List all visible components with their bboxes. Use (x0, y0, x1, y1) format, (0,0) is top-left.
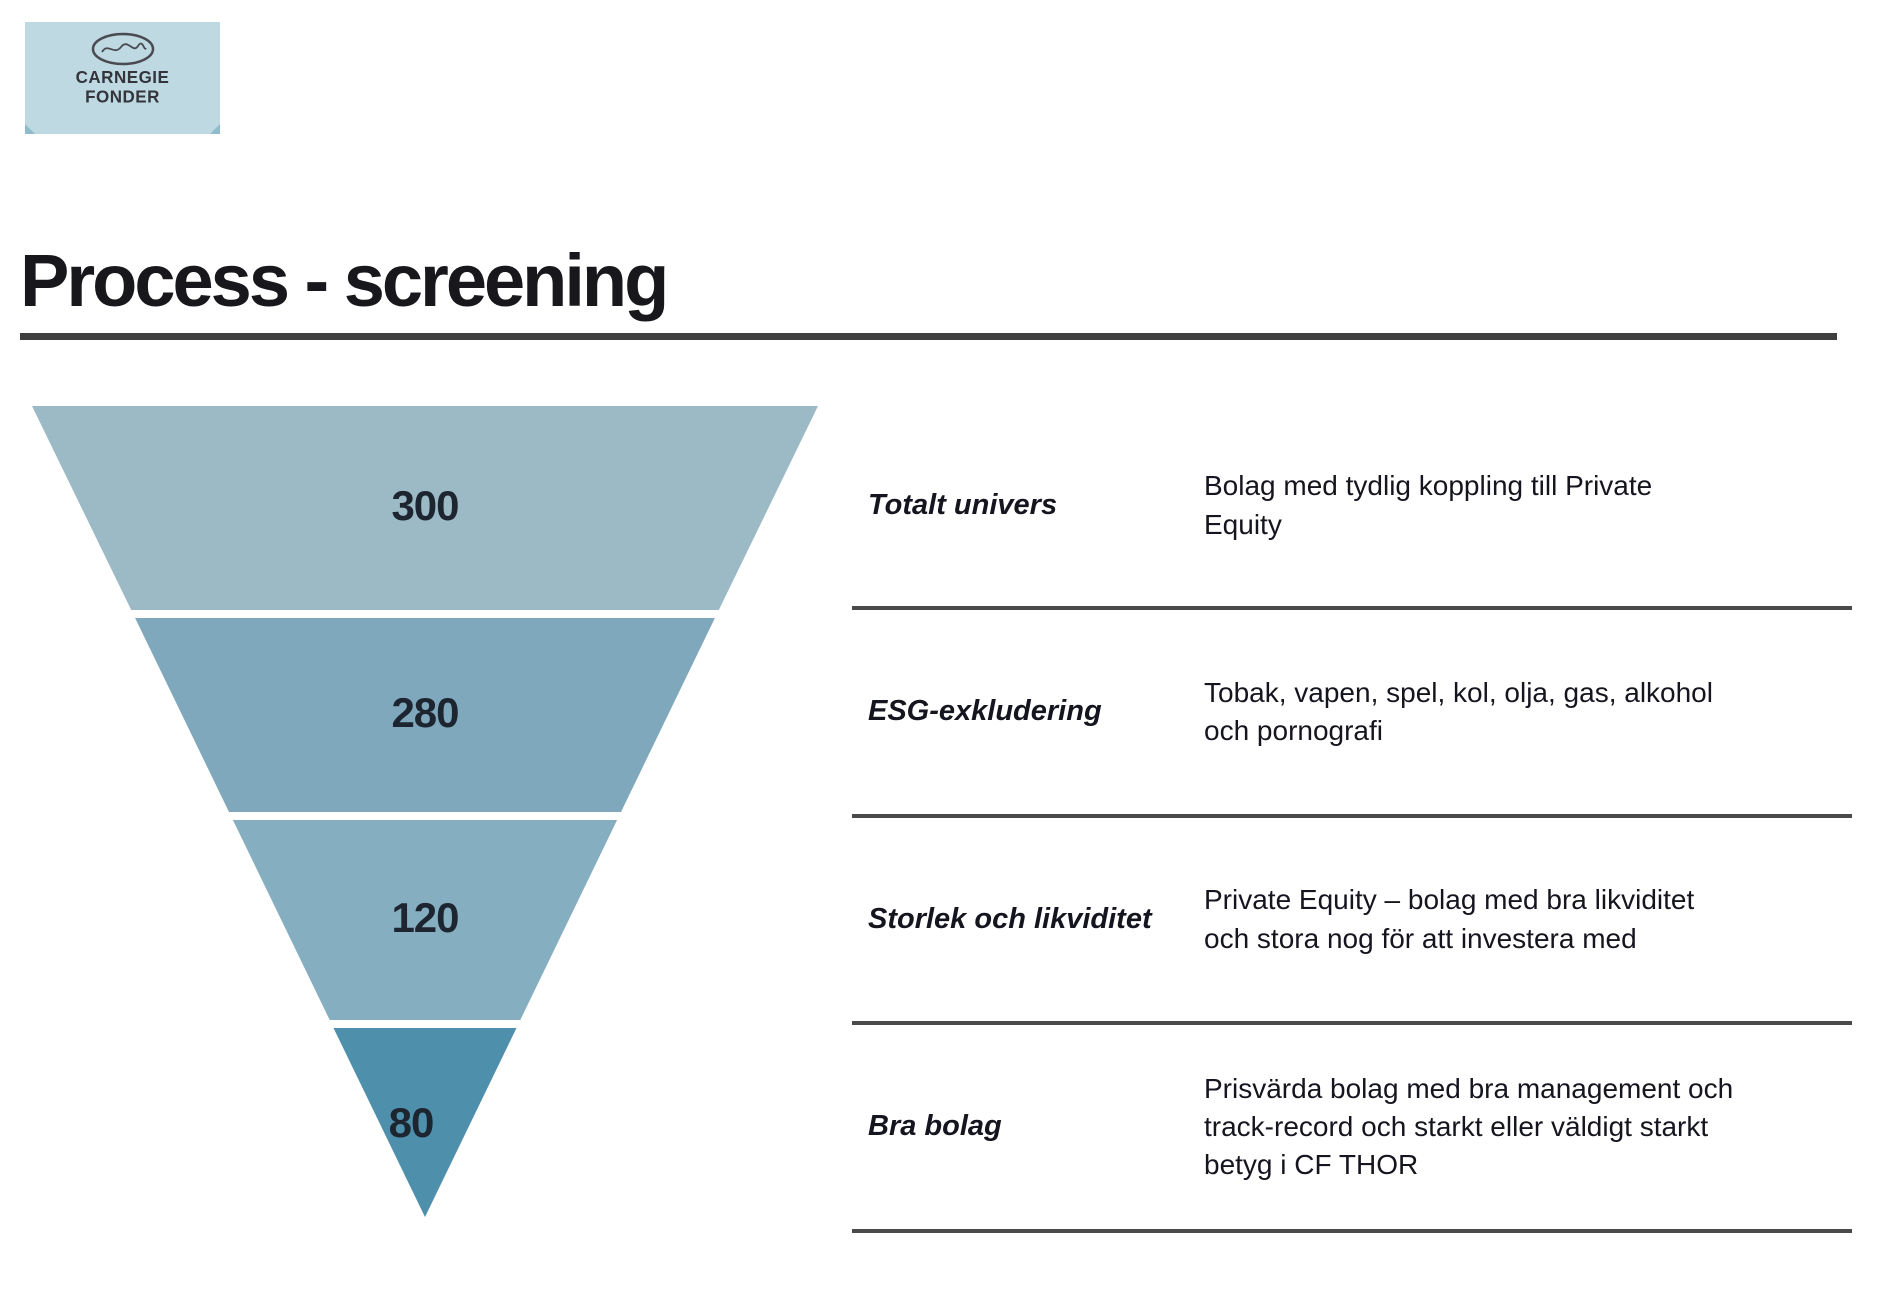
carnegie-fonder-logo: CARNEGIE FONDER (25, 22, 220, 134)
title-underline (20, 333, 1837, 340)
stage-label: Bra bolag (868, 1110, 1002, 1143)
table-row-bra-bolag: Bra bolag Prisvärda bolag med bra manage… (852, 1025, 1852, 1233)
stage-description: Prisvärda bolag med bra management och t… (1204, 1072, 1734, 1181)
logo-oval-emblem-icon (91, 32, 154, 66)
funnel-value-80: 80 (388, 1099, 435, 1146)
stage-label: Storlek och likviditet (868, 902, 1152, 935)
funnel-segment-totalt-univers (32, 406, 818, 610)
stage-description: Tobak, vapen, spel, kol, olja, gas, alko… (1204, 676, 1713, 746)
funnel-value-120: 120 (391, 894, 459, 941)
funnel-svg (32, 406, 818, 1217)
stage-description: Bolag med tydlig koppling till Private E… (1204, 470, 1653, 540)
funnel-segment-storlek-och-likviditet (232, 820, 618, 1020)
logo-text-line2: FONDER (85, 87, 160, 107)
funnel-value-300: 300 (391, 482, 459, 529)
page-title: Process - screening (20, 239, 669, 322)
stage-description: Private Equity – bolag med bra likvidite… (1204, 884, 1695, 954)
stage-label: ESG-exkludering (868, 695, 1102, 728)
stage-table: Totalt univers Bolag med tydlig koppling… (852, 405, 1852, 1233)
funnel-segment-bra-bolag (333, 1028, 517, 1217)
funnel-value-280: 280 (391, 689, 459, 736)
logo-text-line1: CARNEGIE (75, 67, 170, 87)
funnel-chart: 300 280 120 80 (30, 405, 820, 1220)
stage-label: Totalt univers (868, 488, 1058, 521)
funnel-segment-esg-exkludering (135, 618, 715, 812)
table-row-storlek-och-likviditet: Storlek och likviditet Private Equity – … (852, 818, 1852, 1025)
table-row-esg-exkludering: ESG-exkludering Tobak, vapen, spel, kol,… (852, 610, 1852, 818)
table-row-totalt-univers: Totalt univers Bolag med tydlig koppling… (852, 405, 1852, 610)
